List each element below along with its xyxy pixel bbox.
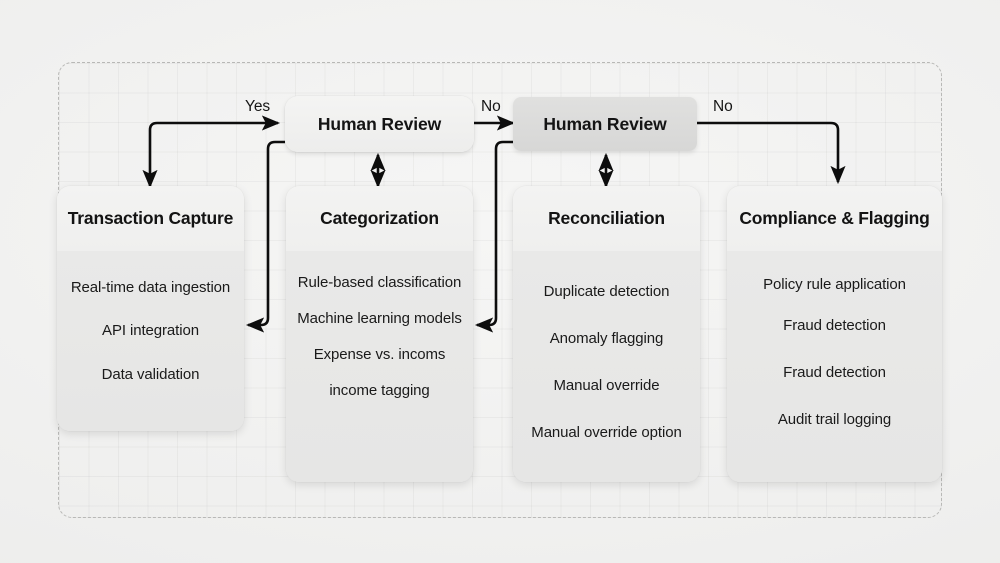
list-item: income tagging bbox=[329, 381, 430, 399]
list-item: Manual override option bbox=[531, 423, 682, 441]
list-item: Policy rule application bbox=[763, 276, 906, 293]
card-reconciliation-body: Duplicate detection Anomaly flagging Man… bbox=[513, 251, 700, 482]
card-compliance-flagging-body: Policy rule application Fraud detection … bbox=[727, 251, 942, 482]
list-item: Audit trail logging bbox=[777, 410, 892, 428]
list-item: Expense vs. incoms bbox=[313, 345, 446, 363]
card-categorization-body: Rule-based classification Machine learni… bbox=[286, 251, 473, 482]
list-item: Manual override bbox=[553, 376, 660, 394]
card-categorization-title: Categorization bbox=[286, 186, 473, 251]
list-item: Duplicate detection bbox=[543, 283, 670, 300]
list-item: Fraud detection bbox=[783, 316, 886, 334]
list-item: Machine learning models bbox=[297, 309, 462, 327]
node-human-review-1-label: Human Review bbox=[317, 113, 442, 134]
list-item: API integration bbox=[102, 321, 199, 339]
card-compliance-flagging[interactable]: Compliance & Flagging Policy rule applic… bbox=[727, 186, 942, 482]
list-item: Data validation bbox=[101, 365, 200, 383]
card-transaction-capture[interactable]: Transaction Capture Real-time data inges… bbox=[57, 186, 244, 431]
card-transaction-capture-body: Real-time data ingestion API integration… bbox=[57, 251, 244, 431]
card-compliance-flagging-title: Compliance & Flagging bbox=[727, 186, 942, 251]
edge-label-no-2: No bbox=[713, 98, 733, 115]
card-reconciliation-title: Reconciliation bbox=[513, 186, 700, 251]
node-human-review-2[interactable]: Human Review bbox=[513, 97, 697, 151]
list-item: Anomaly flagging bbox=[549, 329, 664, 347]
list-item: Real-time data ingestion bbox=[70, 279, 231, 296]
edge-label-yes: Yes bbox=[245, 98, 270, 115]
card-categorization[interactable]: Categorization Rule-based classification… bbox=[286, 186, 473, 482]
card-reconciliation[interactable]: Reconciliation Duplicate detection Anoma… bbox=[513, 186, 700, 482]
list-item: Rule-based classification bbox=[297, 274, 462, 291]
card-transaction-capture-title: Transaction Capture bbox=[57, 186, 244, 251]
list-item: Fraud detection bbox=[783, 363, 886, 381]
edge-label-no-1: No bbox=[481, 98, 501, 115]
node-human-review-2-label: Human Review bbox=[543, 113, 667, 134]
node-human-review-1[interactable]: Human Review bbox=[285, 96, 474, 152]
